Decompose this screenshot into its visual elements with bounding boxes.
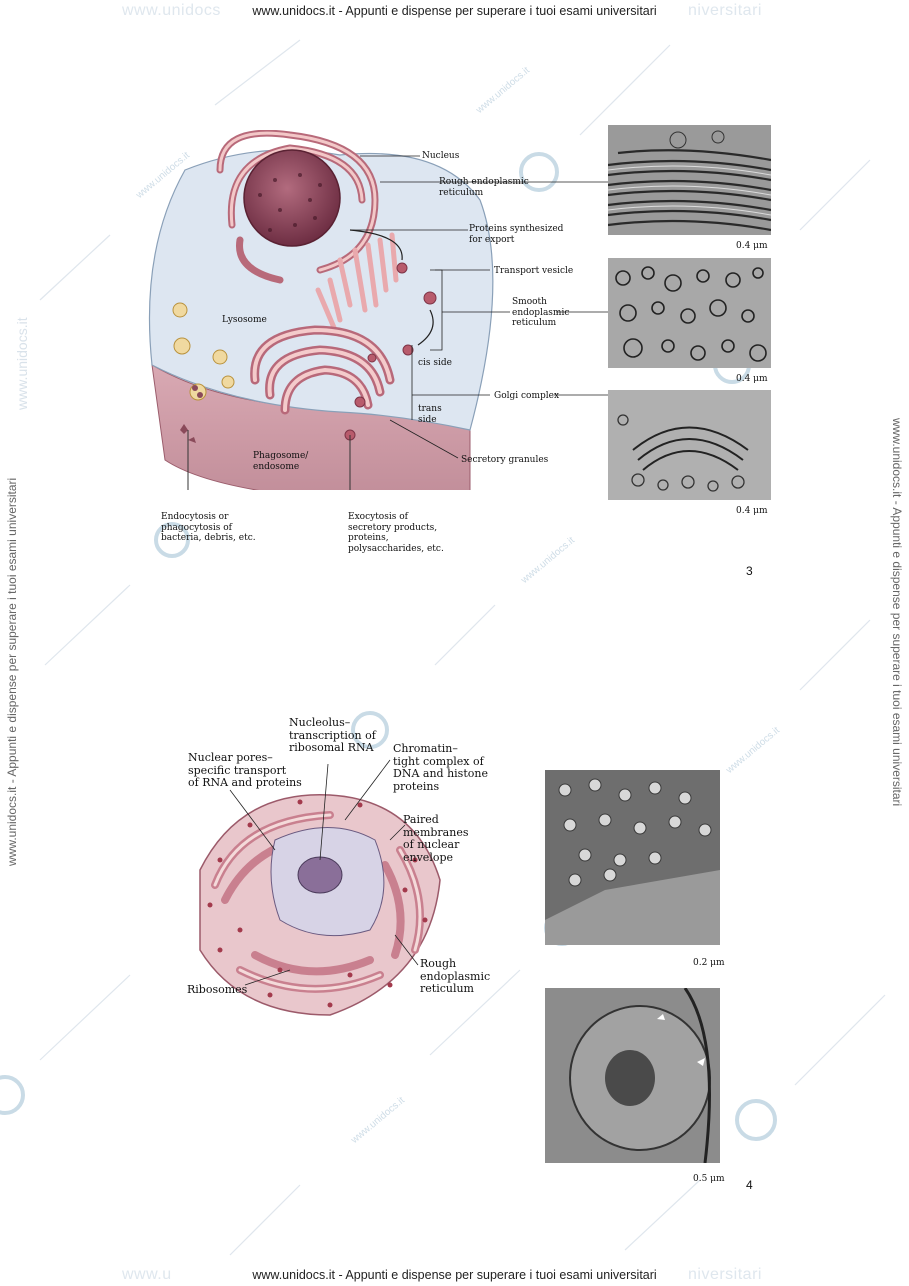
unidocs-logo-icon — [519, 152, 559, 192]
header-ghost-right: niversitari — [688, 2, 762, 19]
label-nuclear-pores: Nuclear pores– specific transport of RNA… — [188, 751, 302, 789]
label-paired-membranes: Paired membranes of nuclear envelope — [403, 813, 469, 864]
fig4-leader-lines — [229, 759, 419, 986]
micrograph-nucleus — [545, 988, 720, 1163]
micrograph-nuclear-pores — [545, 770, 720, 945]
label-nucleus: Nucleus — [422, 151, 460, 161]
label-proteins-export: Proteins synthesized for export — [469, 224, 564, 245]
micrograph-rough-er — [608, 125, 771, 235]
page-number-4: 4 — [746, 1178, 753, 1192]
micrograph-golgi — [608, 390, 771, 500]
label-transport-vesicle: Transport vesicle — [494, 266, 574, 276]
cell-illustration — [148, 130, 494, 490]
label-exocytosis: Exocytosis of secretory products, protei… — [348, 512, 444, 554]
unidocs-logo-icon — [154, 522, 190, 558]
label-phagosome: Phagosome/ endosome — [253, 451, 309, 472]
footer-ghost-right: niversitari — [688, 1266, 762, 1283]
unidocs-logo-icon — [351, 711, 389, 749]
scale-bar-2: 0.4 μm — [736, 374, 768, 384]
label-rough-er-4: Rough endoplasmic reticulum — [420, 957, 491, 995]
micrograph-smooth-er — [608, 258, 771, 368]
scale-bar-5: 0.5 μm — [693, 1174, 725, 1184]
label-endocytosis: Endocytosis or phagocytosis of bacteria,… — [161, 512, 256, 543]
unidocs-logo-icon — [0, 1075, 25, 1115]
label-ribosomes: Ribosomes — [187, 983, 248, 996]
label-lysosome: Lysosome — [222, 315, 267, 325]
label-golgi: Golgi complex — [494, 391, 560, 401]
scale-bar-1: 0.4 μm — [736, 241, 768, 251]
label-rough-er: Rough endoplasmic reticulum — [439, 177, 529, 198]
footer-ghost-left: www.u — [122, 1266, 172, 1283]
footer-link[interactable]: www.unidocs.it - Appunti e dispense per … — [252, 1268, 657, 1282]
page-number-3: 3 — [746, 564, 753, 578]
label-trans-side: trans side — [418, 404, 442, 425]
unidocs-logo-icon — [735, 1099, 777, 1141]
header-ghost-left: www.unidocs — [122, 2, 221, 19]
scale-bar-3: 0.4 μm — [736, 506, 768, 516]
label-smooth-er: Smooth endoplasmic reticulum — [512, 297, 570, 328]
label-secretory-granules: Secretory granules — [461, 455, 549, 465]
scale-bar-4: 0.2 μm — [693, 958, 725, 968]
header-link[interactable]: www.unidocs.it - Appunti e dispense per … — [252, 4, 657, 18]
fig3-leader-lines — [350, 155, 610, 459]
label-nucleolus: Nucleolus– transcription of ribosomal RN… — [289, 716, 376, 754]
label-cis-side: cis side — [418, 358, 452, 368]
label-chromatin: Chromatin– tight complex of DNA and hist… — [393, 742, 488, 793]
